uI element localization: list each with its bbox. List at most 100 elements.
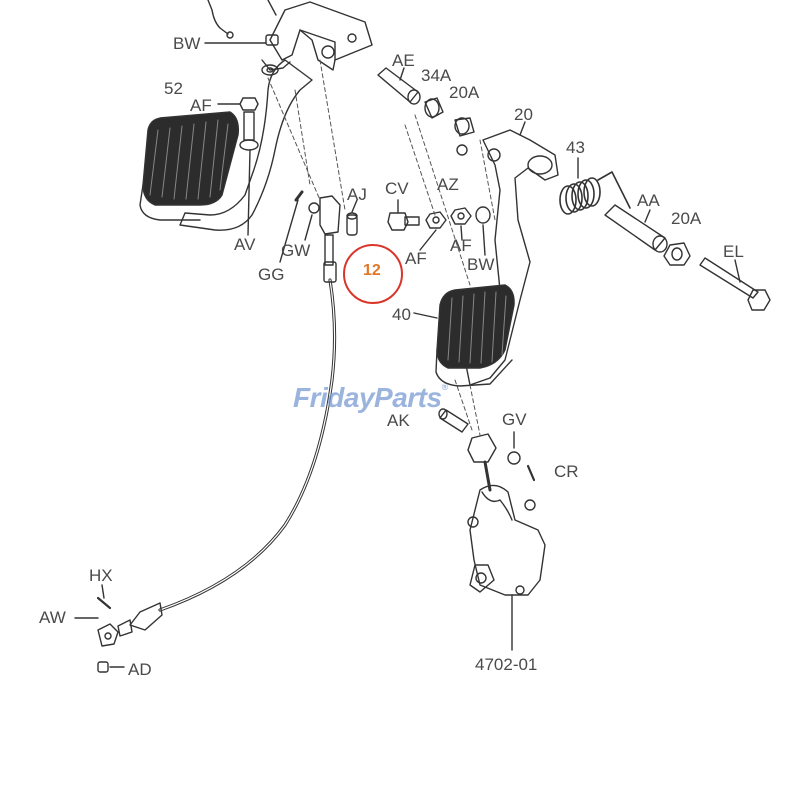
- aw-clip: [97, 623, 119, 647]
- leader-aj: [351, 199, 358, 213]
- cable-fitting: [117, 619, 133, 637]
- ae-rod-end: [407, 89, 421, 105]
- arm-right-boss: [527, 155, 553, 175]
- mc-clevis: [467, 433, 497, 463]
- label-ak: AK: [387, 411, 410, 430]
- dashed-guides-lower: [454, 379, 481, 436]
- hx-pin: [96, 596, 112, 610]
- mc-boot: [481, 491, 513, 521]
- aj-pin-top: [346, 212, 358, 220]
- dashed-guides-left: [267, 59, 346, 211]
- af-nut-mid2-hole: [457, 212, 465, 220]
- label-gv: GV: [502, 410, 527, 429]
- arm-pivot: [261, 64, 279, 76]
- label-4702-01: 4702-01: [475, 655, 538, 674]
- pedal-pad-left-rim: [139, 184, 201, 221]
- af-nut-mid2: [450, 207, 472, 225]
- leader-bw-mid: [482, 224, 486, 256]
- gg-pin: [294, 190, 304, 202]
- leader-af-mid2: [460, 225, 463, 241]
- cr-pin: [526, 464, 536, 482]
- nut-20a-right: [663, 242, 691, 266]
- cable-end-top: [323, 261, 337, 283]
- el-bolt: [699, 257, 759, 299]
- pedal-arm-right: [464, 129, 559, 386]
- label-gw: GW: [281, 241, 311, 260]
- mc-bolt-2: [524, 499, 536, 511]
- pedal-arm-left: [179, 59, 313, 231]
- label-40: 40: [392, 305, 411, 324]
- mc-bolt-1: [467, 516, 479, 528]
- pad-right-grooves: [447, 291, 507, 364]
- label-hx: HX: [89, 566, 113, 585]
- label-bw-top: BW: [173, 34, 201, 53]
- leader-40: [413, 312, 438, 319]
- main-bracket: [269, 1, 373, 71]
- spring-43: [559, 171, 631, 215]
- mc-bolt-3: [515, 585, 525, 595]
- leader-hx: [101, 584, 105, 599]
- label-el: EL: [723, 242, 744, 261]
- leader-20: [519, 121, 526, 136]
- label-cr: CR: [554, 462, 579, 481]
- dashed-guides-center: [404, 114, 496, 286]
- clevis-rod: [324, 234, 334, 266]
- gw-washer: [308, 202, 320, 214]
- leader-el: [734, 259, 741, 283]
- bracket-hole-2: [347, 33, 357, 43]
- leader-ae: [399, 67, 405, 81]
- bushing-34a-end: [424, 98, 440, 118]
- bracket-slot: [299, 29, 336, 61]
- aa-sleeve: [604, 204, 666, 251]
- clevis: [319, 195, 341, 235]
- ak-pin-end: [438, 408, 448, 420]
- label-az: AZ: [437, 175, 459, 194]
- ad-clip: [97, 661, 109, 673]
- watermark: FridayParts®: [293, 382, 448, 414]
- callout-label: 12: [363, 262, 381, 279]
- label-aw: AW: [39, 608, 66, 627]
- mc-port: [469, 564, 495, 593]
- cv-bolt-shank: [404, 216, 420, 226]
- pad-left-grooves: [149, 119, 229, 200]
- label-aj: AJ: [347, 185, 367, 204]
- watermark-mark: ®: [441, 382, 449, 392]
- label-gg: GG: [258, 265, 285, 284]
- leader-gw: [304, 214, 313, 241]
- label-af-left: AF: [190, 96, 212, 115]
- aw-clip-hole: [104, 632, 112, 640]
- aj-pin: [346, 214, 358, 236]
- clutch-cable-inner: [159, 279, 336, 611]
- arm-pivot-hole: [266, 67, 274, 73]
- label-bw-mid: BW: [467, 255, 495, 274]
- label-34a: 34A: [421, 66, 452, 85]
- label-43: 43: [566, 138, 585, 157]
- label-av: AV: [234, 235, 256, 254]
- label-20a-top: 20A: [449, 83, 480, 102]
- bw-bolt: [265, 34, 279, 46]
- leader-af-mid1: [419, 229, 437, 251]
- aa-sleeve-end: [652, 235, 668, 253]
- arm-right-hole: [487, 148, 501, 162]
- af-bolt-left-head: [239, 139, 259, 151]
- label-af-mid1: AF: [405, 249, 427, 268]
- label-52: 52: [164, 79, 183, 98]
- label-20: 20: [514, 105, 533, 124]
- ae-rod: [377, 67, 419, 103]
- mc-port-hole: [475, 572, 487, 584]
- pedal-pad-right-rim: [435, 349, 513, 387]
- az-nut: [456, 144, 468, 156]
- af-nut-mid1-hole: [432, 216, 440, 224]
- el-bolt-head: [747, 289, 771, 311]
- nut-20a-top-end: [454, 117, 470, 135]
- bw-washer-mid: [475, 206, 491, 224]
- gv-washer: [507, 451, 521, 465]
- cable-end-bottom: [129, 602, 163, 631]
- nut-20a-right-end: [671, 247, 683, 261]
- callout-circle: [343, 244, 403, 304]
- wire-clip: [207, 0, 229, 35]
- label-ae: AE: [392, 51, 415, 70]
- leader-av: [247, 149, 251, 236]
- leader-gg: [279, 199, 299, 263]
